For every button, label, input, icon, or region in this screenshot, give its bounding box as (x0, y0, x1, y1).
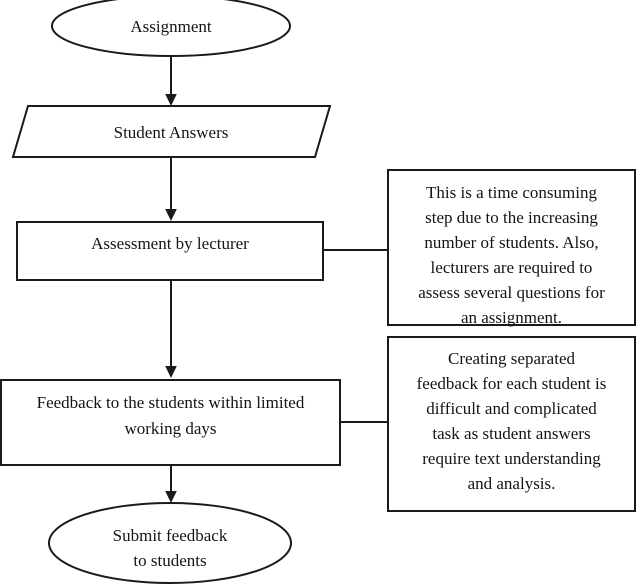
assessment-rect (16, 221, 324, 281)
time-consuming-note-box (387, 169, 636, 326)
submit-label: Submit feedback to students (49, 523, 291, 573)
feedback-label-line2: working days (124, 419, 217, 438)
note2-line3: difficult and complicated (426, 399, 597, 418)
note1-line3: number of students. Also, (424, 233, 599, 252)
note1-line6: an assignment. (460, 308, 563, 327)
arrowhead-to-submit (165, 491, 177, 503)
student-answers-parallelogram (11, 105, 332, 158)
note2-line5: require text understanding (422, 449, 601, 468)
time-consuming-note-text: This is a time consuming step due to the… (390, 180, 633, 330)
arrowhead-to-answers (165, 94, 177, 106)
arrowhead-to-feedback (165, 366, 177, 378)
feedback-rect (0, 379, 341, 466)
feedback-label-line1: Feedback to the students within limited (36, 393, 305, 412)
arrowhead-to-assessment (165, 209, 177, 221)
assignment-label: Assignment (130, 17, 212, 36)
student-answers-label: Student Answers (113, 123, 229, 142)
note1-line2: step due to the increasing (425, 208, 598, 227)
note1-line5: assess several questions for (418, 283, 605, 302)
submit-ellipse (48, 502, 292, 584)
note2-line4: task as student answers (432, 424, 591, 443)
note2-line2: feedback for each student is (416, 374, 607, 393)
submit-label-line1: Submit feedback (112, 526, 228, 545)
note1-line1: This is a time consuming (426, 183, 597, 202)
note1-line4: lecturers are required to (430, 258, 593, 277)
submit-label-line2: to students (133, 551, 207, 570)
assessment-label: Assessment by lecturer (91, 234, 249, 253)
separated-feedback-note-text: Creating separated feedback for each stu… (390, 346, 633, 496)
note2-line1: Creating separated (448, 349, 575, 368)
note2-line6: and analysis. (467, 474, 556, 493)
assignment-ellipse (51, 0, 291, 57)
separated-feedback-note-box (387, 336, 636, 512)
feedback-label: Feedback to the students within limited … (1, 390, 340, 442)
